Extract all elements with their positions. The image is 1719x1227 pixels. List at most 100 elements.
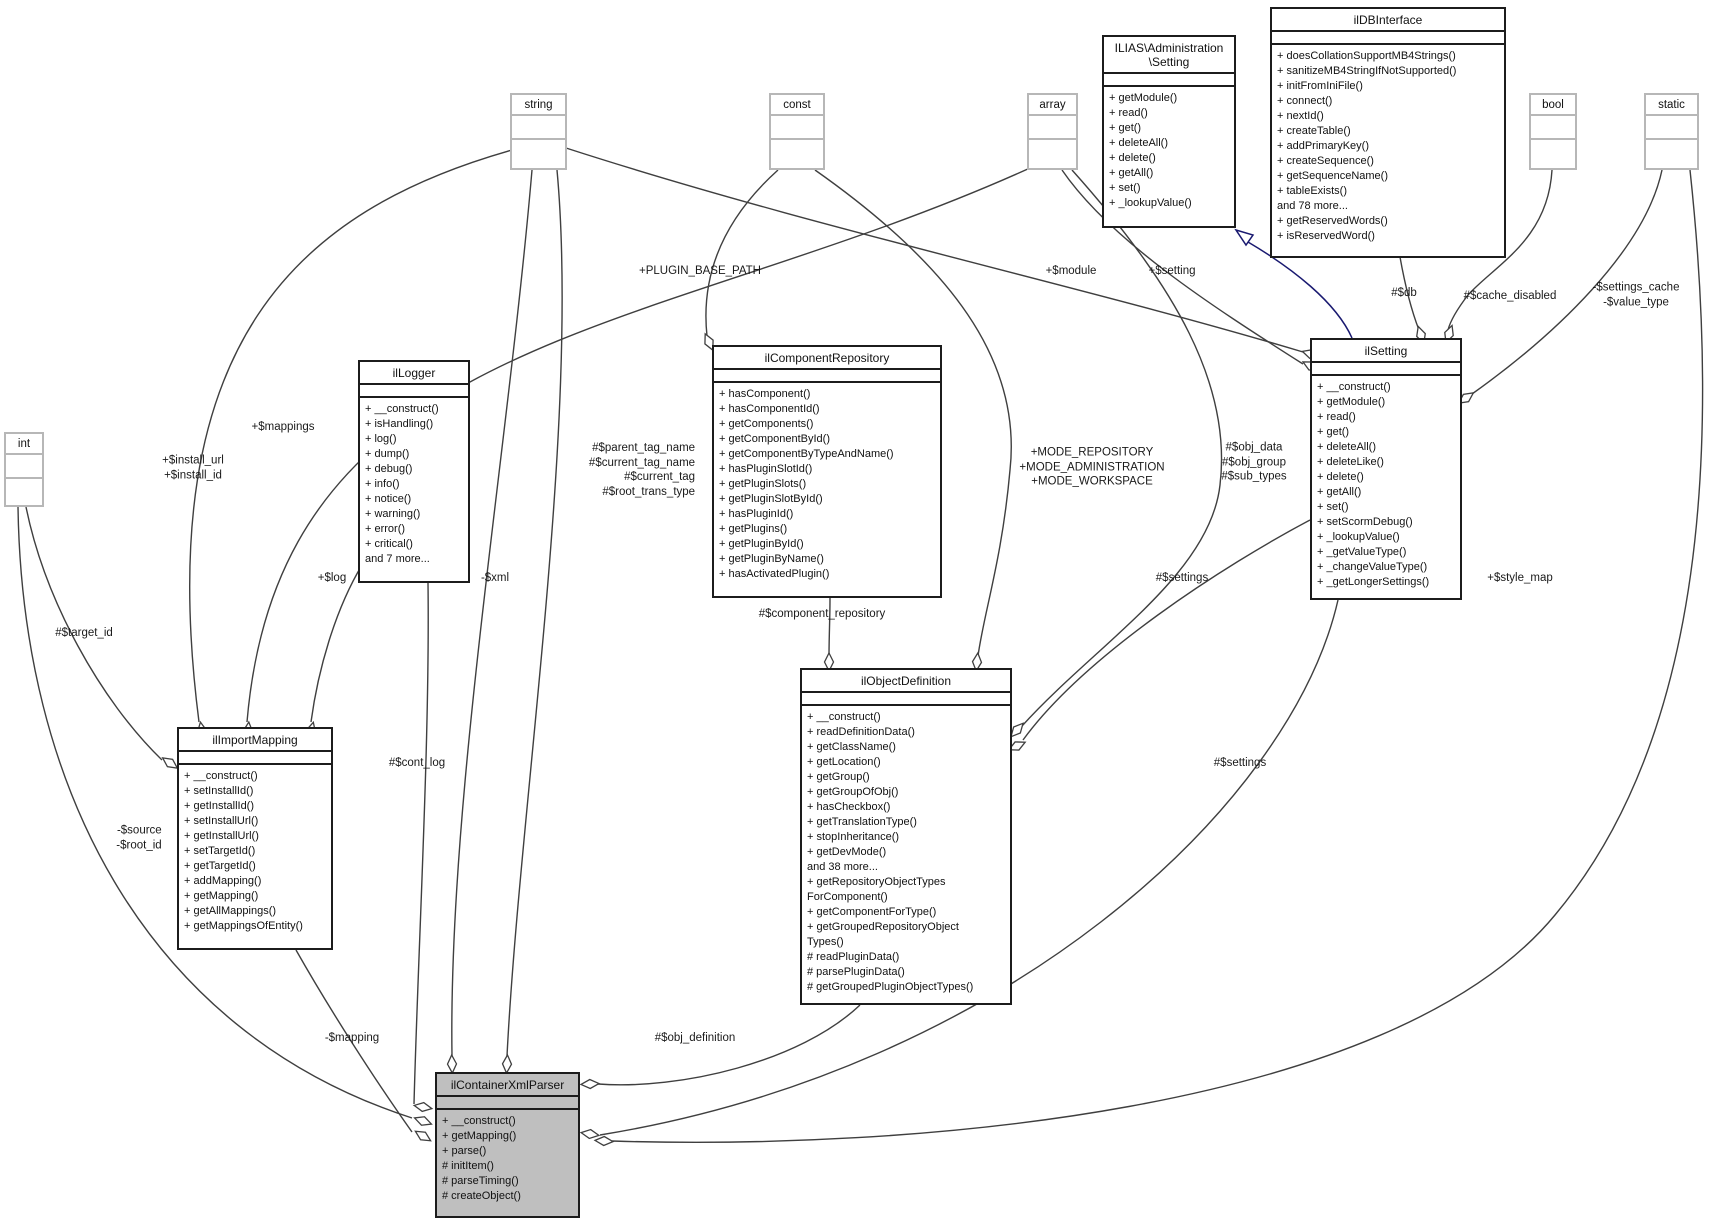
text-line: + getPlugins() <box>719 523 788 535</box>
text-line: + getPluginByName() <box>719 553 824 565</box>
edge-mapping <box>295 949 413 1133</box>
text-line: Types() <box>807 936 844 948</box>
edge-target-id <box>25 506 163 761</box>
type-node-empty-row <box>1646 116 1697 140</box>
text-line: + deleteAll() <box>1109 137 1169 149</box>
class-methods: + __construct()+ readDefinitionData()+ g… <box>802 706 1010 999</box>
type-node-array: array <box>1027 93 1078 170</box>
type-node-empty-row <box>512 116 565 140</box>
edge-label-setting: +$setting <box>1149 264 1196 279</box>
text-line: #$target_id <box>55 626 113 639</box>
text-line: +$setting <box>1148 264 1196 277</box>
text-line: + getClassName() <box>807 741 896 753</box>
text-line: + getAll() <box>1317 486 1362 498</box>
edge-label-install: +$install_url+$install_id <box>162 454 224 483</box>
edge-label-settings-cache: -$settings_cache-$value_type <box>1593 281 1680 310</box>
type-node-string: string <box>510 93 567 170</box>
text-line: + _getLongerSettings() <box>1317 576 1430 588</box>
edge-inheritance-ilsetting <box>1247 241 1353 339</box>
text-line: + getAll() <box>1109 167 1154 179</box>
edge-style-map <box>611 169 1704 1143</box>
text-line: + readDefinitionData() <box>807 726 915 738</box>
text-line: + getLocation() <box>807 756 881 768</box>
class-box-ilsetting: ilSetting + __construct()+ getModule()+ … <box>1310 338 1462 600</box>
edge-component-repository <box>828 597 831 657</box>
type-node-static: static <box>1644 93 1699 170</box>
aggregation-diamond <box>412 1101 434 1113</box>
class-attributes-empty <box>179 752 331 765</box>
type-node-bool: bool <box>1529 93 1577 170</box>
text-line: + createTable() <box>1277 125 1351 137</box>
type-node-label: static <box>1646 95 1697 116</box>
text-line: ILIAS\Administration <box>1114 41 1224 55</box>
aggregation-diamond <box>446 1053 458 1075</box>
text-line: + read() <box>1109 107 1148 119</box>
text-line: + getComponentForType() <box>807 906 937 918</box>
text-line: + getTargetId() <box>184 860 256 872</box>
type-node-empty-row <box>1029 116 1076 140</box>
text-line: +MODE_REPOSITORY <box>1030 446 1154 459</box>
edge-label-log: +$log <box>318 571 346 586</box>
class-title: ilDBInterface <box>1272 9 1504 32</box>
text-line: + getPluginById() <box>719 538 804 550</box>
class-title: ilContainerXmlParser <box>437 1074 578 1097</box>
text-line: #$current_tag_name <box>588 456 696 469</box>
text-line: + getSequenceName() <box>1277 170 1388 182</box>
text-line: + getGroupOfObj() <box>807 786 899 798</box>
class-title: ilLogger <box>360 362 468 385</box>
type-node-label: int <box>6 434 42 455</box>
text-line: + getReservedWords() <box>1277 215 1388 227</box>
text-line: + nextId() <box>1277 110 1324 122</box>
text-line: + getGroupedRepositoryObject <box>807 921 959 933</box>
text-line: + set() <box>1317 501 1349 513</box>
text-line: + _changeValueType() <box>1317 561 1428 573</box>
text-line: + info() <box>365 478 400 490</box>
text-line: + deleteAll() <box>1317 441 1377 453</box>
edge-label-settings-parser: #$settings <box>1214 756 1266 771</box>
text-line: and 7 more... <box>365 553 430 565</box>
text-line: + getInstallUrl() <box>184 830 259 842</box>
text-line: \Setting <box>1148 55 1190 69</box>
edge-label-obj-data: #$obj_data#$obj_group#$sub_types <box>1221 440 1286 484</box>
text-line: + getDevMode() <box>807 846 887 858</box>
text-line: -$root_id <box>116 839 162 851</box>
text-line: + dump() <box>365 448 410 460</box>
type-node-empty-row <box>6 479 42 501</box>
edge-xml <box>451 169 533 1057</box>
text-line: # parseTiming() <box>442 1175 519 1187</box>
text-line: + getGroup() <box>807 771 870 783</box>
text-line: + hasPluginId() <box>719 508 794 520</box>
text-line: #$obj_data <box>1225 441 1283 454</box>
edge-tags <box>506 169 563 1057</box>
text-line: + get() <box>1109 122 1142 134</box>
text-line: + getComponents() <box>719 418 814 430</box>
class-attributes-empty <box>360 385 468 398</box>
type-node-label: const <box>771 95 823 116</box>
text-line: # createObject() <box>442 1190 521 1202</box>
text-line: -$source <box>116 824 162 837</box>
type-node-empty-row <box>1646 140 1697 162</box>
text-line: + notice() <box>365 493 412 505</box>
text-line: + getComponentById() <box>719 433 830 445</box>
edge-log <box>310 564 363 723</box>
edge-mode <box>814 169 1012 657</box>
text-line: +$module <box>1045 264 1097 277</box>
text-line: + delete() <box>1317 471 1364 483</box>
class-box-ilcomponentrepository: ilComponentRepository + hasComponent()+ … <box>712 345 942 598</box>
type-node-empty-row <box>771 140 823 162</box>
text-line: + hasPluginSlotId() <box>719 463 813 475</box>
class-attributes-empty <box>437 1097 578 1110</box>
class-title: ilComponentRepository <box>714 347 940 370</box>
edge-label-target-id: #$target_id <box>55 626 113 641</box>
text-line: + tableExists() <box>1277 185 1347 197</box>
class-title: ilObjectDefinition <box>802 670 1010 693</box>
text-line: -$settings_cache <box>1592 281 1680 294</box>
edge-label-cache-disabled: #$cache_disabled <box>1464 289 1557 304</box>
text-line: + warning() <box>365 508 421 520</box>
edge-settings-parser <box>599 599 1339 1136</box>
text-line: + addMapping() <box>184 875 262 887</box>
class-methods: + __construct()+ isHandling()+ log()+ du… <box>360 398 468 571</box>
edge-obj-data <box>1021 169 1223 727</box>
text-line: + deleteLike() <box>1317 456 1384 468</box>
